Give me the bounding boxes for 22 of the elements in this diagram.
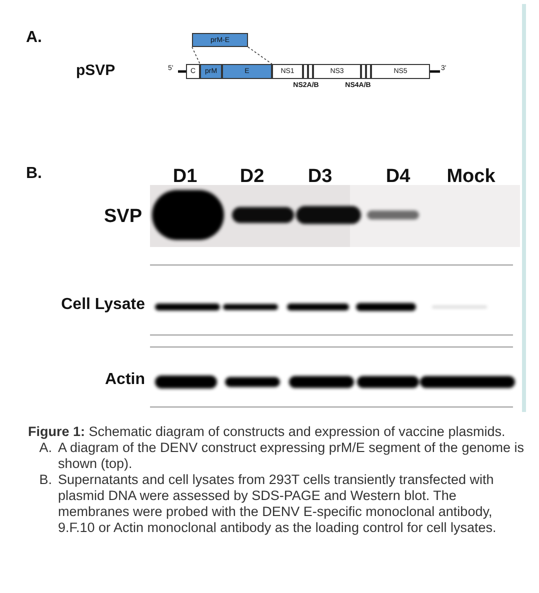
dashed-line — [248, 46, 272, 64]
segment-box — [303, 64, 308, 79]
lane-label: D4 — [384, 165, 412, 189]
figure-caption: Figure 1: Schematic diagram of constructs and expression of vaccine plasmids. — [28, 424, 506, 440]
panel-label: A. — [26, 28, 43, 48]
caption-item: Supernatants and cell lysates from 293T cells transiently transfected with plasmid DNA were assessed by SDS-PAGE and Western blot. The membranes were probed with the DENV E-specific monoclonal antibody, 9.F.10 or Actin monoclonal antibody as the loading control for cell lysates. — [58, 472, 498, 536]
panel-label: B. — [26, 164, 43, 184]
row-label: Cell Lysate — [60, 295, 145, 315]
row-label: Actin — [104, 370, 145, 390]
plasmid-name: pSVP — [76, 62, 116, 81]
list-marker: B. — [38, 472, 53, 489]
segment-box — [366, 64, 371, 79]
lane-label: D1 — [172, 165, 198, 189]
segment-box — [308, 64, 313, 79]
caption-item: A diagram of the DENV construct expressing prM/E segment of the genome is shown (top). — [58, 440, 525, 472]
segment-box — [361, 64, 366, 79]
row-label: SVP — [102, 205, 142, 229]
lane-label: D2 — [238, 165, 266, 189]
lane-label: D3 — [306, 165, 334, 189]
dashed-line — [192, 46, 200, 64]
list-marker: A. — [38, 440, 53, 457]
lane-label: Mock — [446, 165, 496, 189]
